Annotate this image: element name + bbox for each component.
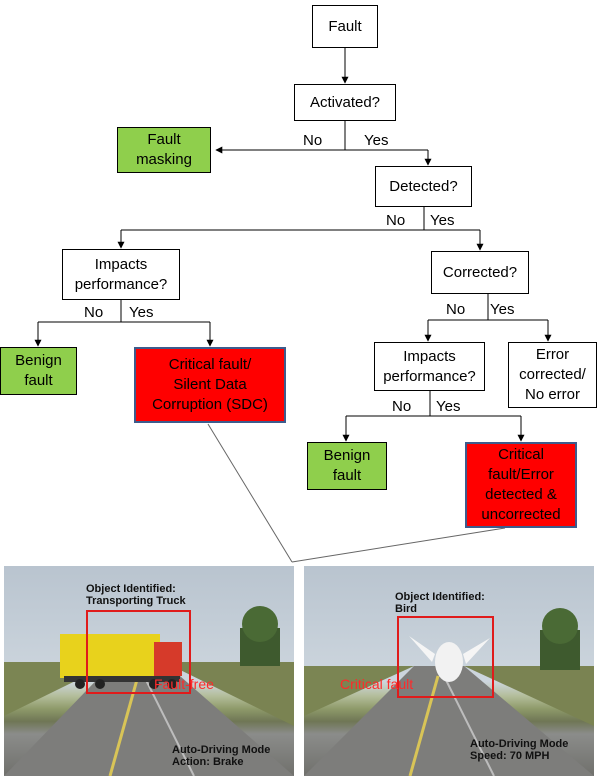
detection-box <box>397 616 494 698</box>
edge-label-impacts-left-yes: Yes <box>129 304 154 321</box>
node-error-corrected: Error corrected/ No error <box>508 342 597 408</box>
node-impacts-performance-left: Impacts performance? <box>62 249 180 300</box>
node-critical-right-label: Critical fault/Error detected & uncorrec… <box>481 446 561 523</box>
node-detected: Detected? <box>375 166 472 207</box>
road-scene-illustration <box>304 608 594 776</box>
auto-driving-mode-label: Auto-Driving Mode Action: Brake <box>172 744 271 768</box>
node-fault-masking-label: Fault masking <box>136 131 192 168</box>
edge-label-impacts-right-no: No <box>392 398 412 415</box>
critical-fault-label: Critical fault <box>340 676 414 692</box>
node-benign-left-label: Benign fault <box>15 352 62 389</box>
object-identified-label: Object Identified: Bird <box>395 591 485 615</box>
node-critical-fault-uncorrected: Critical fault/Error detected & uncorrec… <box>465 442 577 528</box>
node-critical-fault-sdc: Critical fault/ Silent Data Corruption (… <box>134 347 286 423</box>
detection-box <box>86 610 191 694</box>
edge-label-activated-no: No <box>303 132 323 149</box>
node-detected-label: Detected? <box>389 177 458 195</box>
edge-label-detected-no: No <box>386 212 406 229</box>
node-corrected: Corrected? <box>431 251 529 294</box>
node-error-corrected-label: Error corrected/ No error <box>519 346 586 403</box>
scene-panel-critical-fault: Object Identified: Bird Critical fault A… <box>304 566 594 776</box>
node-benign-fault-left: Benign fault <box>0 347 77 395</box>
fault-free-label: Fault-free <box>154 676 214 692</box>
edge-label-detected-yes: Yes <box>430 212 455 229</box>
edge-label-corrected-no: No <box>446 301 466 318</box>
object-identified-label: Object Identified: Transporting Truck <box>86 583 186 607</box>
road-scene-illustration <box>4 606 294 776</box>
node-benign-right-label: Benign fault <box>323 447 371 484</box>
node-activated: Activated? <box>294 84 396 121</box>
node-impacts-left-label: Impacts performance? <box>74 255 168 293</box>
node-fault: Fault <box>312 5 378 48</box>
node-fault-label: Fault <box>328 17 362 35</box>
edge-label-impacts-right-yes: Yes <box>436 398 461 415</box>
edge-label-impacts-left-no: No <box>84 304 104 321</box>
node-impacts-performance-right: Impacts performance? <box>374 342 485 391</box>
node-activated-label: Activated? <box>309 93 381 111</box>
node-impacts-right-label: Impacts performance? <box>383 347 476 385</box>
auto-driving-mode-label: Auto-Driving Mode Speed: 70 MPH <box>470 738 569 762</box>
node-benign-fault-right: Benign fault <box>307 442 387 490</box>
edge-label-activated-yes: Yes <box>364 132 389 149</box>
scene-panel-fault-free: Object Identified: Transporting Truck Fa… <box>4 566 294 776</box>
edge-label-corrected-yes: Yes <box>490 301 515 318</box>
node-corrected-label: Corrected? <box>442 263 518 281</box>
node-critical-left-label: Critical fault/ Silent Data Corruption (… <box>152 356 268 413</box>
node-fault-masking: Fault masking <box>117 127 211 173</box>
